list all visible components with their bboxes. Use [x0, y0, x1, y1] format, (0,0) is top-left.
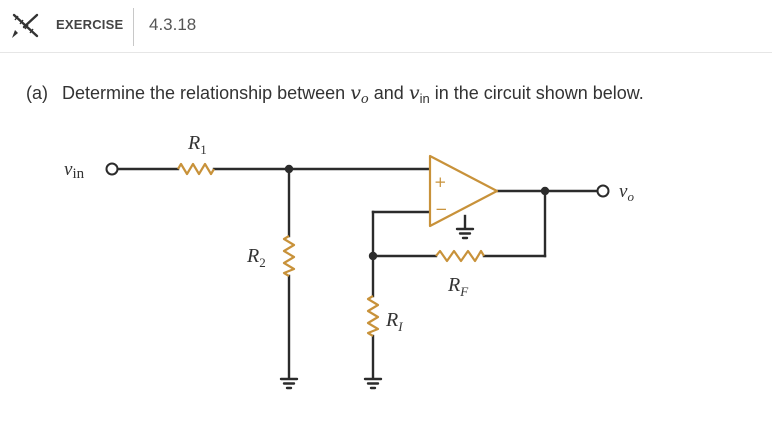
- resistor-rf: [435, 249, 485, 263]
- ri-subscript: I: [397, 319, 403, 334]
- ri-symbol: R: [385, 309, 398, 331]
- question-var-out: v: [350, 82, 361, 104]
- ground-symbol-r2: [279, 377, 299, 390]
- junction-node-r2: [284, 164, 294, 174]
- op-amp-plus-sign: +: [434, 173, 447, 191]
- op-amp-minus-sign: −: [435, 200, 448, 218]
- question-text-mid: and: [373, 83, 404, 103]
- r1-label: R1: [187, 132, 207, 157]
- r2-label: R2: [246, 245, 266, 270]
- question-var-out-sub: o: [360, 92, 369, 107]
- junction-node-ri: [368, 251, 378, 261]
- rf-label: RF: [447, 274, 469, 299]
- question-text-after: in the circuit shown below.: [434, 83, 644, 103]
- ground-symbol-opamp: [455, 227, 475, 240]
- rf-subscript: F: [459, 284, 469, 299]
- output-voltage-symbol: v: [619, 181, 628, 202]
- resistor-r2: [282, 235, 296, 277]
- question-text-before: Determine the relationship between: [62, 83, 346, 103]
- question-text: (a)Determine the relationship between vo…: [26, 82, 644, 107]
- exercise-number: 4.3.18: [149, 15, 197, 34]
- question-part-label: (a): [26, 83, 48, 103]
- r1-symbol: R: [187, 132, 200, 154]
- header-divider: [133, 8, 134, 46]
- output-voltage-subscript: o: [627, 189, 634, 204]
- resistor-r1: [177, 162, 215, 176]
- junction-node-out: [540, 186, 550, 196]
- op-amp: [428, 154, 499, 228]
- exercise-header: EXERCISE 4.3.18: [0, 0, 772, 53]
- input-voltage-subscript: in: [72, 166, 84, 182]
- rf-symbol: R: [447, 274, 460, 296]
- input-voltage-symbol: v: [64, 159, 73, 180]
- pencil-ruler-icon: [12, 13, 39, 38]
- question-var-in: v: [408, 82, 420, 104]
- input-terminal: [105, 162, 119, 176]
- output-voltage-label: vo: [619, 181, 634, 204]
- question-var-in-sub: in: [419, 91, 430, 106]
- ground-symbol-ri: [363, 377, 383, 390]
- r2-subscript: 2: [259, 255, 266, 270]
- exercise-label: EXERCISE: [56, 17, 124, 32]
- r1-subscript: 1: [200, 142, 207, 157]
- output-terminal: [596, 184, 610, 198]
- ri-label: RI: [385, 309, 403, 334]
- input-voltage-label: vin: [64, 159, 85, 182]
- circuit-wires: [116, 167, 599, 380]
- resistor-ri: [366, 295, 380, 337]
- r2-symbol: R: [246, 245, 259, 267]
